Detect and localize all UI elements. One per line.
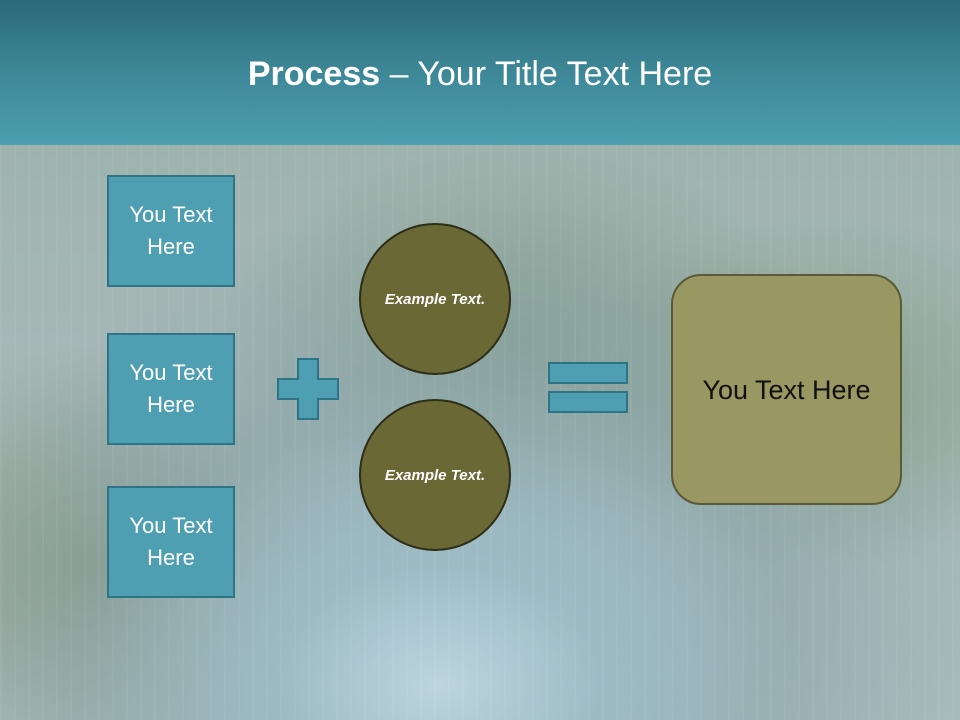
result-box: You Text Here — [671, 274, 902, 505]
text-box-3: You Text Here — [107, 486, 235, 598]
equals-icon-top-bar — [548, 362, 628, 384]
title-rest: – Your Title Text Here — [380, 55, 713, 93]
header-band: Process – Your Title Text Here — [0, 0, 960, 145]
text-box-1: You Text Here — [107, 175, 235, 287]
slide-title: Process – Your Title Text Here — [0, 48, 960, 100]
plus-icon — [277, 358, 339, 420]
equals-icon-bottom-bar — [548, 391, 628, 413]
title-bold: Process — [247, 55, 381, 93]
example-circle-1: Example Text. — [359, 223, 511, 375]
example-circle-2: Example Text. — [359, 399, 511, 551]
text-box-2: You Text Here — [107, 333, 235, 445]
